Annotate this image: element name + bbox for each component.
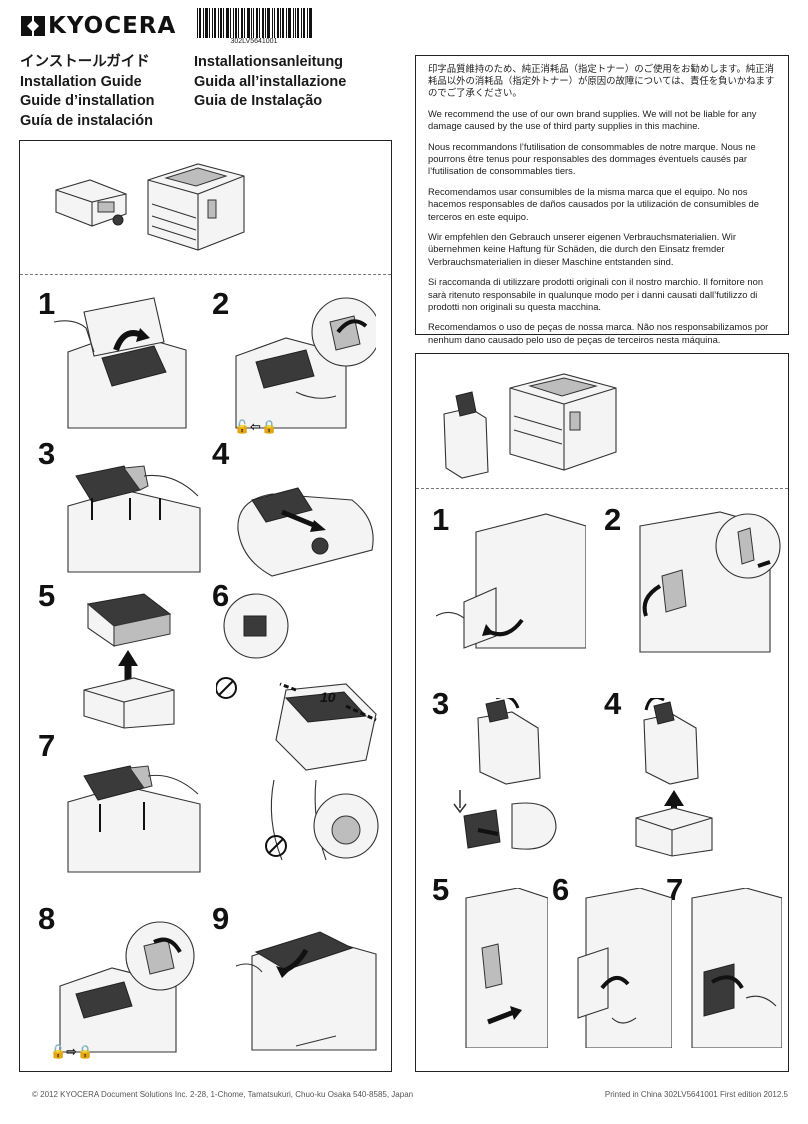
step-number: 3	[38, 436, 56, 471]
new-toner-in-bag-illustration	[237, 487, 374, 577]
warning-de: Wir empfehlen den Gebrauch unserer eigen…	[428, 231, 736, 267]
toner-install-panel	[19, 140, 392, 1072]
warning-en: We recommend the use of our own brand su…	[428, 108, 757, 132]
printer-icon	[509, 373, 617, 471]
close-waste-box-cap-illustration	[453, 698, 557, 850]
barcode-number: 302LV5641001	[230, 38, 278, 45]
warning-ja: 印字品質維持のため、純正消耗品（指定トナー）のご使用をお勧めします。純正消耗品以…	[428, 63, 775, 99]
step-number: 2	[604, 502, 622, 537]
take-toner-from-box-illustration	[83, 593, 175, 729]
title-column-2: Installationsanleitung Guida all’install…	[194, 53, 346, 112]
remove-old-toner-illustration	[67, 465, 201, 573]
supplies-warning-box: 印字品質維持のため、純正消耗品（指定トナー）のご使用をお勧めします。純正消耗品以…	[415, 55, 789, 345]
remove-waste-box-illustration	[639, 511, 781, 653]
insert-new-toner-illustration	[67, 765, 201, 873]
step-number: 3	[432, 686, 450, 721]
step-number: 8	[38, 901, 56, 936]
open-left-cover-illustration	[436, 513, 586, 649]
footer-address: 2-28, 1-Chome, Tamatsukuri, Chuo-ku Osak…	[190, 1090, 414, 1099]
step-number: 6	[212, 578, 230, 613]
lock-lever-illustration	[59, 921, 195, 1053]
step-number: 1	[432, 502, 450, 537]
title-ja: インストールガイド	[20, 54, 150, 70]
step-number: 7	[38, 728, 56, 763]
brand-wordmark: KYOCERA	[48, 13, 177, 39]
step-number: 5	[432, 872, 450, 907]
take-new-waste-box-illustration	[635, 698, 713, 857]
step-number: 4	[212, 436, 230, 471]
barcode-icon	[197, 8, 312, 38]
toner-kit-icon	[55, 179, 127, 227]
title-pt: Guia de Instalação	[194, 93, 323, 110]
footer-copyright: © 2012 KYOCERA Document Solutions Inc.	[32, 1090, 188, 1099]
kyocera-logo-icon	[21, 16, 45, 36]
close-left-cover-illustration	[691, 888, 782, 1048]
step-number: 1	[38, 286, 56, 321]
step-number: 9	[212, 901, 230, 936]
title-it: Guida all’installazione	[194, 73, 347, 90]
waste-toner-box-icon	[443, 391, 489, 479]
title-es: Guía de instalación	[20, 113, 153, 130]
warning-pt: Recomendamos o uso de peças de nossa mar…	[428, 321, 769, 345]
title-de: Installationsanleitung	[194, 54, 344, 70]
warning-it: Si raccomanda di utilizzare prodotti ori…	[428, 276, 764, 312]
warning-fr: Nous recommandons l’futilisation de cons…	[428, 141, 756, 177]
waste-box-and-printer-illustration	[443, 373, 617, 479]
panel-divider	[416, 488, 788, 489]
step-number: 6	[552, 872, 570, 907]
open-top-cover-illustration	[54, 297, 187, 429]
title-en: Installation Guide	[20, 73, 142, 90]
title-column-1: インストールガイド Installation Guide Guide d’ins…	[20, 53, 155, 132]
unlock-to-lock-icon: 🔓⇨🔒	[50, 1044, 94, 1059]
title-fr: Guide d’installation	[20, 93, 155, 110]
insert-waste-box-illustration	[465, 888, 548, 1048]
release-lock-lever-illustration	[235, 297, 376, 429]
waste-toner-panel	[415, 353, 789, 1072]
step-number: 4	[604, 686, 622, 721]
toner-and-printer-illustration	[55, 163, 245, 251]
panel-divider	[20, 274, 391, 275]
shake-toner-illustration: 10	[216, 593, 379, 861]
footer-printed-info: Printed in China 302LV5641001 First edit…	[604, 1090, 788, 1099]
step-number: 2	[212, 286, 230, 321]
push-waste-box-illustration	[577, 888, 672, 1048]
unlock-lock-icon: 🔓⇦🔒	[234, 419, 278, 434]
close-top-cover-illustration	[236, 931, 377, 1051]
warning-es: Recomendamos usar consumibles de la mism…	[428, 186, 759, 222]
printer-icon	[147, 163, 245, 251]
step-number: 5	[38, 578, 56, 613]
shake-count: 10	[320, 689, 336, 705]
